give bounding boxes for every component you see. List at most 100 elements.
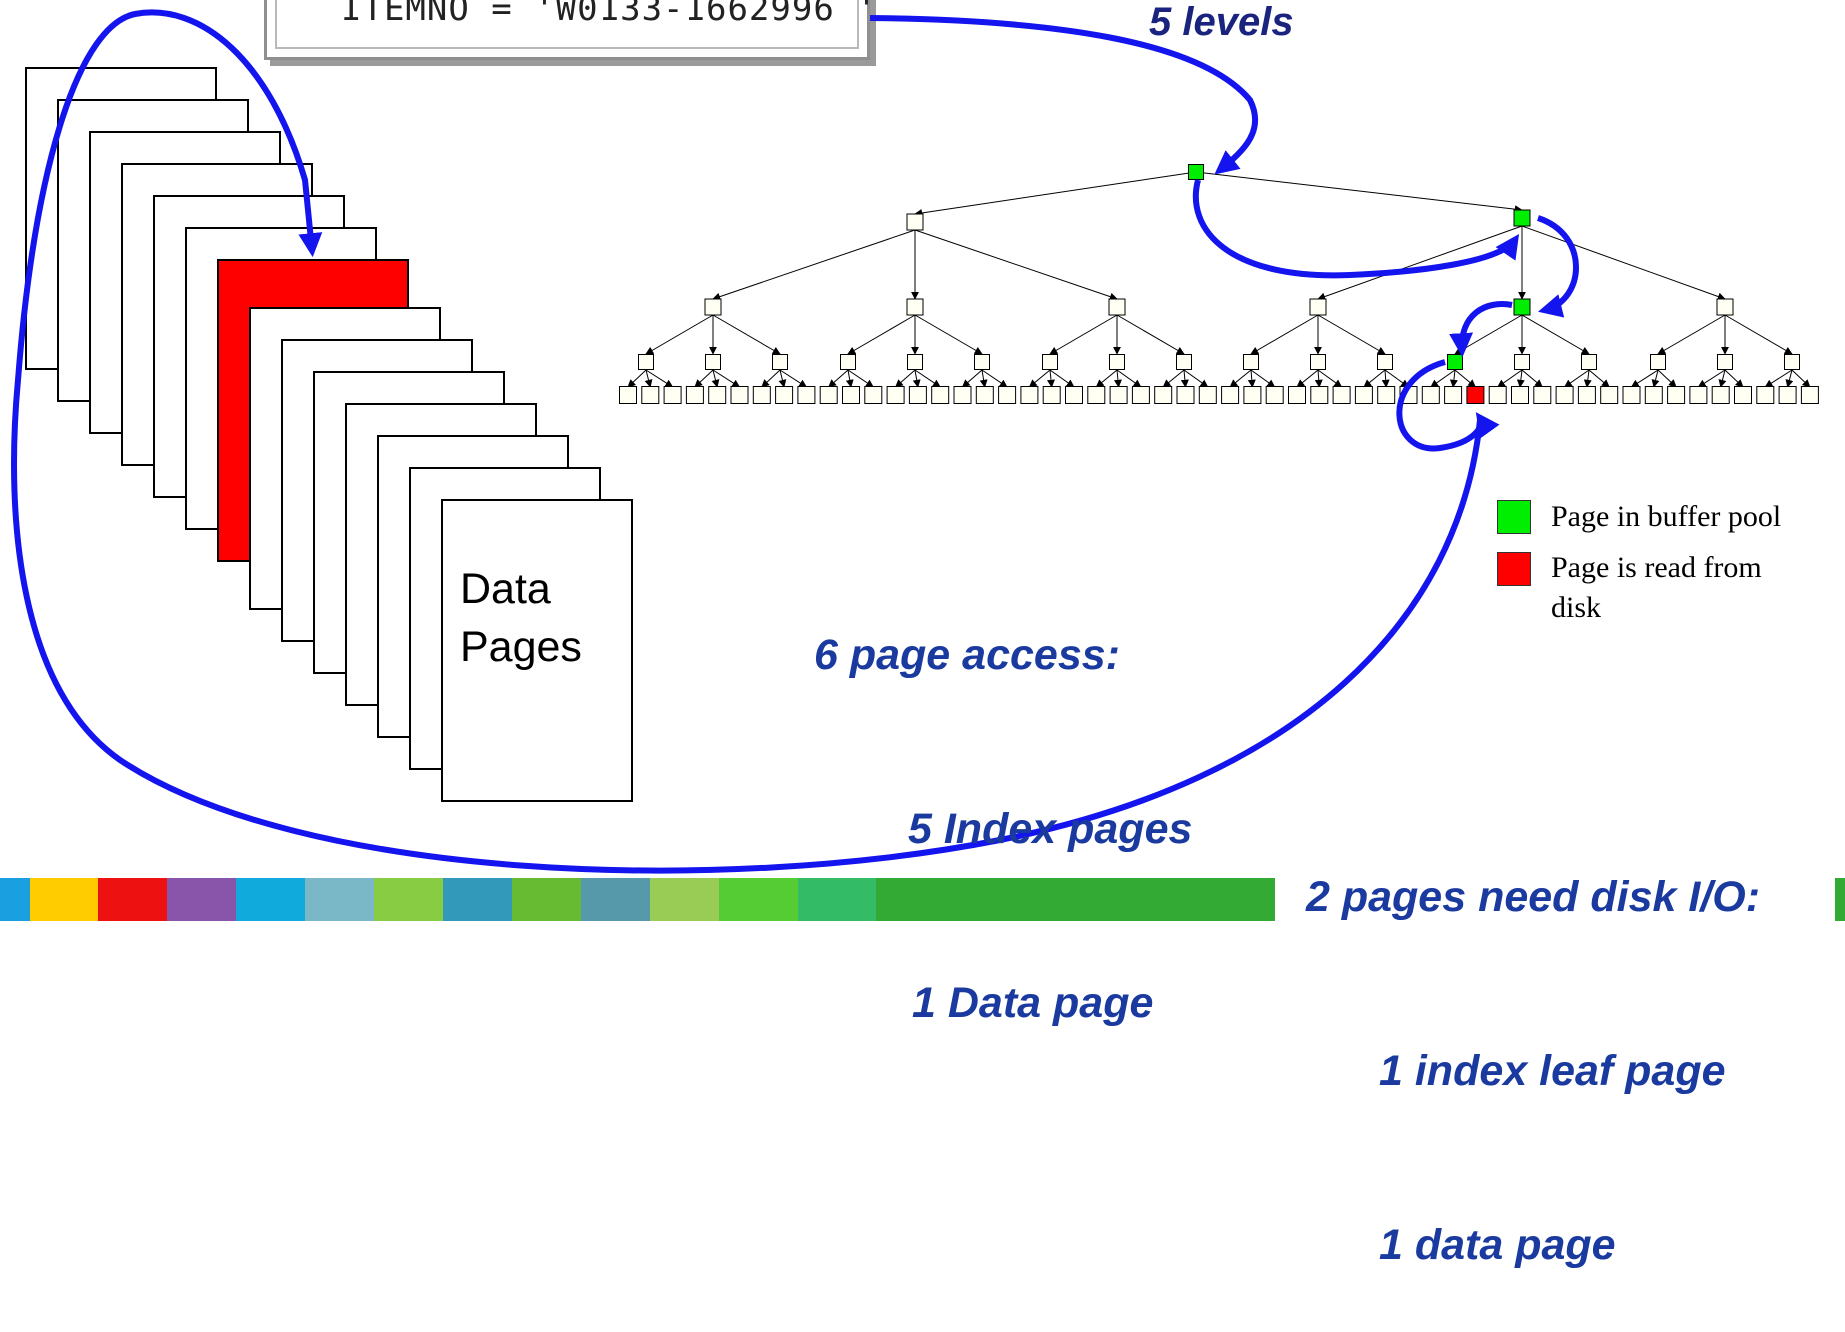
- tree-node-level4: [1650, 354, 1666, 370]
- tree-leaf-node: [953, 386, 972, 404]
- disk-note-line2: 1 index leaf page: [1379, 1047, 1726, 1095]
- data-pages-label: Data Pages: [460, 560, 582, 676]
- tree-edge: [1384, 369, 1410, 388]
- tree-edge: [1657, 314, 1726, 355]
- tree-edge: [1247, 369, 1256, 388]
- access-note: 6 page access: 5 Index pages 1 Data page: [814, 510, 1192, 1090]
- arrow-level3-to-level4: [1449, 301, 1513, 358]
- arrow-query-to-root: [869, 15, 1259, 175]
- tree-edge: [1724, 369, 1744, 388]
- tree-leaf-node: [1109, 386, 1128, 404]
- access-note-line2: 5 Index pages: [908, 805, 1193, 853]
- tree-node-level4: [907, 354, 923, 370]
- tree-edge: [1317, 314, 1386, 355]
- tree-leaf-node: [1198, 386, 1217, 404]
- tree-node-level2: [906, 213, 924, 231]
- tree-node-level2-buffer: [1513, 209, 1531, 227]
- tree-edge: [1047, 369, 1055, 388]
- tree-edge: [1317, 369, 1343, 388]
- legend: Page in buffer pool Page is read from di…: [1497, 500, 1781, 646]
- tree-leaf-node: [752, 386, 771, 404]
- tree-leaf-node: [1087, 386, 1106, 404]
- tree-leaf-node: [819, 386, 838, 404]
- disk-note-line3: 1 data page: [1379, 1221, 1616, 1269]
- tree-leaf-node: [908, 386, 927, 404]
- tree-leaf-node: [1511, 386, 1529, 404]
- tree-edge: [1113, 369, 1122, 388]
- tree-edge: [778, 369, 787, 388]
- tree-leaf-node: [1154, 386, 1173, 404]
- tree-leaf-node: [730, 386, 749, 404]
- tree-leaf-node: [708, 386, 727, 404]
- tree-leaf-node: [619, 386, 637, 404]
- tree-node-level3: [1108, 298, 1126, 316]
- tree-edge: [1363, 369, 1386, 388]
- tree-edge: [1497, 369, 1523, 388]
- tree-edge: [1250, 314, 1319, 355]
- tree-edge: [1697, 369, 1726, 388]
- tree-edge: [711, 369, 720, 388]
- tree-edge: [712, 369, 741, 388]
- tree-leaf-node: [1354, 386, 1373, 404]
- tree-leaf-node: [1533, 386, 1552, 404]
- tree-leaf-node: [1600, 386, 1619, 404]
- tree-leaf-node: [1555, 386, 1574, 404]
- tree-node-level3: [906, 298, 924, 316]
- query-text: ITEMNO = 'W0133-1662996 ': [341, 0, 878, 29]
- tree-edge: [894, 369, 916, 388]
- tree-edge: [1521, 314, 1590, 355]
- tree-leaf-node: [1065, 386, 1083, 404]
- tree-edge: [779, 369, 808, 388]
- tree-node-level4: [1042, 354, 1058, 370]
- levels-title: 5 levels: [1149, 0, 1294, 44]
- tree-leaf-node: [1221, 386, 1240, 404]
- disk-note-line1: 2 pages need disk I/O:: [1306, 873, 1761, 921]
- tree-leaf-node: [1421, 386, 1440, 404]
- tree-edge: [1630, 369, 1659, 388]
- tree-node-level4: [1514, 354, 1530, 370]
- index-tree-diagram: [11, 9, 1819, 874]
- tree-leaf-node: [864, 386, 883, 404]
- tree-leaf-node: [1332, 386, 1351, 404]
- tree-leaf-node: [1020, 386, 1039, 404]
- tree-edge: [828, 369, 849, 388]
- tree-leaf-node: [1176, 386, 1195, 404]
- tree-edge: [627, 369, 647, 388]
- buffer-pool-swatch: [1497, 500, 1531, 534]
- tree-node-level4: [1784, 354, 1800, 370]
- tree-edge: [979, 369, 988, 388]
- tree-leaf-node: [1577, 386, 1596, 404]
- tree-leaf-node: [1377, 386, 1396, 404]
- tree-leaf-node: [775, 386, 794, 404]
- tree-node-level4: [1310, 354, 1326, 370]
- tree-edge: [694, 369, 714, 388]
- query-box: ITEMNO = 'W0133-1662996 ': [264, 0, 877, 60]
- tree-leaf-node: [1734, 386, 1752, 404]
- tree-edge: [912, 369, 921, 388]
- tree-edge: [1516, 369, 1525, 388]
- tree-leaf-node: [1711, 386, 1730, 404]
- tree-leaf-node: [842, 386, 860, 404]
- tree-leaf-node: [1667, 386, 1686, 404]
- tree-node-level4: [772, 354, 788, 370]
- tree-node-level4: [974, 354, 990, 370]
- tree-edge: [1314, 369, 1323, 388]
- tree-edge: [1588, 369, 1610, 388]
- tree-edge: [1095, 369, 1118, 388]
- tree-leaf-node: [797, 386, 816, 404]
- tree-node-level4-buffer: [1447, 354, 1463, 370]
- decorative-corner-block: [1835, 878, 1845, 921]
- tree-edge: [712, 314, 781, 355]
- tree-edge: [1229, 369, 1252, 388]
- tree-edge: [1028, 369, 1051, 388]
- tree-leaf-node: [931, 386, 950, 404]
- tree-leaf-node: [1444, 386, 1463, 404]
- tree-leaf-node: [663, 386, 682, 404]
- tree-leaf-node: [1310, 386, 1329, 404]
- tree-leaf-node: [1644, 386, 1663, 404]
- legend-label-buffer-pool: Page in buffer pool: [1551, 500, 1782, 533]
- decorative-bottom-strip: [0, 878, 1276, 921]
- tree-leaf-node: [1689, 386, 1708, 404]
- tree-node-level4: [1377, 354, 1393, 370]
- arrow-leaf-to-data-page: [11, 9, 1483, 874]
